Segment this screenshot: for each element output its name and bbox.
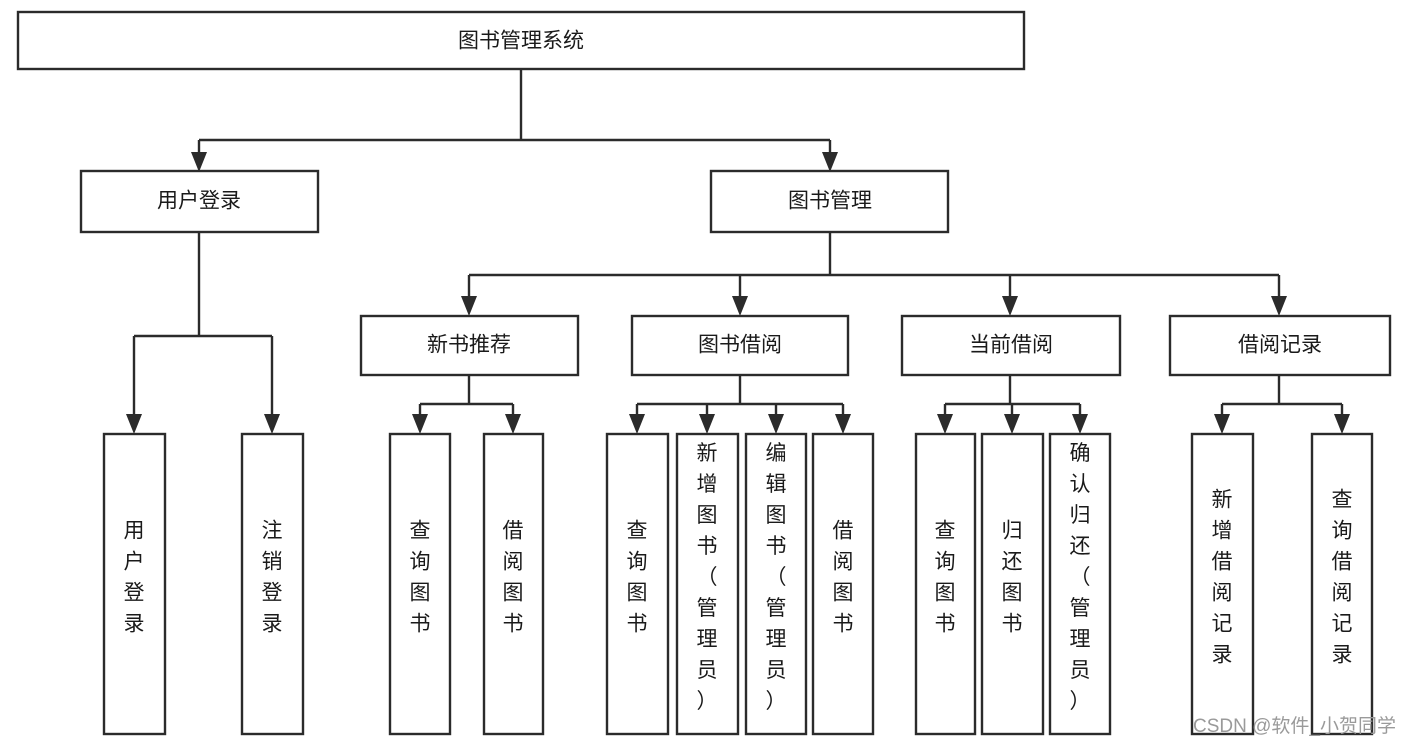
arrowhead-to-book-manage (822, 152, 838, 172)
node-leaf-borrow-book-borrow-box (811, 432, 875, 736)
connector-user-login-bus (132, 232, 274, 422)
node-leaf-add-book-admin-label: 新增图书（管理员） (697, 442, 718, 713)
arrowhead-to-current-borrow (1002, 296, 1018, 316)
arrowhead-leaf-query-record (1334, 414, 1350, 434)
arrowhead-to-new-book-rec (461, 296, 477, 316)
node-current-borrow-box (900, 314, 1122, 377)
arrowhead-leaf-query-book-3 (937, 414, 953, 434)
node-book-borrow[interactable]: 图书借阅 (630, 314, 850, 377)
node-user-login-box (79, 169, 320, 234)
connector-root-bus (197, 69, 832, 160)
node-leaf-query-borrow-record[interactable]: 查询借阅记录 (1310, 432, 1374, 736)
node-leaf-user-login[interactable]: 用户登录 (102, 432, 167, 736)
arrowhead-leaf-confirm-return (1072, 414, 1088, 434)
connector-book-borrow-bus (635, 375, 845, 422)
node-leaf-query-book-borrow-box (605, 432, 670, 736)
node-leaf-add-borrow-record[interactable]: 新增借阅记录 (1190, 432, 1255, 736)
arrowhead-leaf-borrow-book-2 (835, 414, 851, 434)
node-leaf-add-book-admin[interactable]: 新增图书（管理员） (675, 432, 740, 736)
node-borrow-record-label: 借阅记录 (1238, 334, 1322, 357)
arrowhead-leaf-borrow-book-1 (505, 414, 521, 434)
connector-new-book-rec-bus (418, 375, 515, 422)
node-leaf-edit-book-admin-box (744, 432, 808, 736)
node-leaf-return-book-box (980, 432, 1045, 736)
node-root-system[interactable]: 图书管理系统 (16, 10, 1026, 71)
node-current-borrow[interactable]: 当前借阅 (900, 314, 1122, 377)
node-leaf-confirm-return-admin-box (1048, 432, 1112, 736)
arrowhead-leaf-user-login (126, 414, 142, 434)
arrowhead-leaf-add-record (1214, 414, 1230, 434)
node-leaf-return-book-label: 归还图书 (1002, 520, 1023, 636)
node-leaf-query-book-rec-box (388, 432, 452, 736)
node-leaf-query-book-borrow[interactable]: 查询图书 (605, 432, 670, 736)
node-leaf-return-book[interactable]: 归还图书 (980, 432, 1045, 736)
arrowhead-leaf-logout (264, 414, 280, 434)
node-book-borrow-box (630, 314, 850, 377)
node-new-book-recommend[interactable]: 新书推荐 (359, 314, 580, 377)
node-leaf-edit-book-admin[interactable]: 编辑图书（管理员） (744, 432, 808, 736)
node-user-login-label: 用户登录 (157, 190, 241, 213)
node-leaf-borrow-book-rec-box (482, 432, 545, 736)
node-leaf-logout-box (240, 432, 305, 736)
node-leaf-borrow-book-rec-label: 借阅图书 (503, 520, 524, 636)
node-leaf-query-book-rec-label: 查询图书 (410, 520, 431, 636)
node-leaf-logout[interactable]: 注销登录 (240, 432, 305, 736)
node-leaf-query-book-current-label: 查询图书 (935, 520, 956, 636)
node-borrow-record-box (1168, 314, 1392, 377)
node-leaf-user-login-label: 用户登录 (124, 520, 145, 636)
connector-current-borrow-bus (943, 375, 1082, 422)
node-leaf-add-borrow-record-box (1190, 432, 1255, 736)
node-root-system-box (16, 10, 1026, 71)
node-leaf-borrow-book-rec[interactable]: 借阅图书 (482, 432, 545, 736)
arrowhead-leaf-add-book (699, 414, 715, 434)
node-leaf-borrow-book-borrow-label: 借阅图书 (833, 520, 854, 636)
node-leaf-query-borrow-record-box (1310, 432, 1374, 736)
node-user-login[interactable]: 用户登录 (79, 169, 320, 234)
arrowhead-leaf-query-book-2 (629, 414, 645, 434)
node-leaf-query-borrow-record-label: 查询借阅记录 (1332, 489, 1353, 667)
node-leaf-add-book-admin-box (675, 432, 740, 736)
node-book-management[interactable]: 图书管理 (709, 169, 950, 234)
node-book-borrow-label: 图书借阅 (698, 334, 782, 357)
node-leaf-add-borrow-record-label: 新增借阅记录 (1212, 489, 1233, 667)
node-book-management-label: 图书管理 (788, 190, 872, 213)
connector-book-manage-bus (467, 232, 1281, 304)
node-leaf-logout-label: 注销登录 (262, 520, 283, 636)
node-new-book-recommend-box (359, 314, 580, 377)
csdn-watermark: CSDN @软件_小贺同学 (1193, 715, 1396, 737)
node-leaf-user-login-box (102, 432, 167, 736)
node-leaf-query-book-current[interactable]: 查询图书 (914, 432, 977, 736)
node-leaf-edit-book-admin-label: 编辑图书（管理员） (766, 442, 787, 713)
node-leaf-query-book-rec[interactable]: 查询图书 (388, 432, 452, 736)
arrowhead-leaf-return-book (1004, 414, 1020, 434)
node-leaf-query-book-current-box (914, 432, 977, 736)
node-borrow-record[interactable]: 借阅记录 (1168, 314, 1392, 377)
node-book-management-box (709, 169, 950, 234)
node-leaf-confirm-return-admin[interactable]: 确认归还（管理员） (1048, 432, 1112, 736)
node-new-book-recommend-label: 新书推荐 (427, 334, 511, 357)
node-leaf-borrow-book-borrow[interactable]: 借阅图书 (811, 432, 875, 736)
arrowhead-leaf-edit-book (768, 414, 784, 434)
arrowhead-to-book-borrow (732, 296, 748, 316)
connector-layer (126, 69, 1350, 434)
arrowhead-leaf-query-book-1 (412, 414, 428, 434)
node-root-system-label: 图书管理系统 (458, 30, 584, 53)
node-leaf-query-book-borrow-label: 查询图书 (627, 520, 648, 636)
node-leaf-confirm-return-admin-label: 确认归还（管理员） (1070, 442, 1091, 713)
arrowhead-to-user-login (191, 152, 207, 172)
connector-borrow-record-bus (1220, 375, 1344, 422)
node-current-borrow-label: 当前借阅 (969, 334, 1053, 357)
arrowhead-to-borrow-record (1271, 296, 1287, 316)
